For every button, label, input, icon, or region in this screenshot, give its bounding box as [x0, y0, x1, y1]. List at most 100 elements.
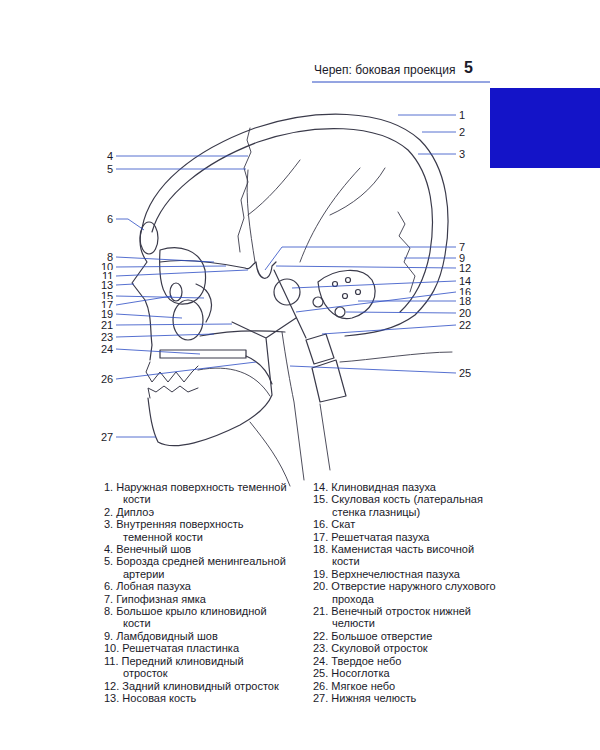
key-entry: 15. Скуловая кость (латеральная стенка г… [313, 493, 503, 518]
frontal-sinus [140, 222, 158, 254]
air-cell [343, 294, 348, 299]
callout-number: 5 [105, 163, 115, 176]
callout-number: 1 [457, 109, 467, 122]
leader-line [322, 325, 456, 334]
key-entry: 20. Отверстие наружного слухового проход… [313, 580, 503, 605]
key-column: 14. Клиновидная пазуха15. Скуловая кость… [313, 481, 503, 704]
tongue [198, 368, 270, 396]
key-entry: 18. Каменистая часть височной кости [313, 543, 503, 568]
callout-number: 26 [99, 373, 115, 386]
key-entry: 1. Наружная поверхность теменной кости [104, 481, 290, 506]
callout-number: 27 [99, 431, 115, 444]
orbit [160, 248, 206, 304]
petrous-part [318, 270, 375, 318]
key-entry: 22. Большое отверстие [313, 630, 503, 642]
outer-table [142, 114, 448, 336]
key-entry: 3. Внутренняя поверхность теменной кости [104, 518, 290, 543]
callout-number: 25 [457, 367, 473, 380]
leader-line [116, 156, 248, 157]
leader-line [116, 349, 200, 354]
key-entry: 14. Клиновидная пазуха [313, 481, 503, 493]
header-rule [312, 82, 490, 83]
leader-line [296, 292, 456, 312]
key-entry: 16. Скат [313, 518, 503, 530]
mandible [148, 318, 296, 446]
leader-line [422, 132, 456, 133]
leader-line [116, 296, 172, 305]
key-entry: 17. Решетчатая пазуха [313, 531, 503, 543]
key-entry: 9. Ламбдовидный шов [104, 630, 290, 642]
leader-line [116, 334, 214, 337]
ear-canal [313, 297, 323, 307]
ear-canal [335, 307, 345, 317]
page-number: 5 [464, 59, 473, 77]
key-entry: 6. Лобная пазуха [104, 580, 290, 592]
key-entry: 11. Передний клиновидный отросток [104, 655, 290, 680]
key-entry: 23. Скуловой отросток [313, 642, 503, 654]
key-entry: 27. Нижняя челюсть [313, 692, 503, 704]
callout-number: 3 [457, 148, 467, 161]
key-entry: 10. Решетчатая пластинка [104, 642, 290, 654]
key-entry: 25. Носоглотка [313, 667, 503, 679]
air-cell [356, 290, 361, 295]
axis [312, 360, 346, 402]
leader-line [116, 314, 182, 318]
page-title: Череп: боковая проекция [314, 63, 455, 77]
callout-number: 4 [105, 150, 115, 163]
leader-line [116, 266, 226, 267]
leader-line [116, 169, 246, 170]
leader-line [116, 284, 134, 285]
key-entry: 26. Мягкое небо [313, 680, 503, 692]
leader-line [404, 258, 456, 259]
lower-teeth [148, 386, 198, 398]
key-entry: 13. Носовая кость [104, 692, 290, 704]
cranial-base [160, 260, 276, 278]
skull-drawing [132, 114, 452, 486]
key-entry: 24. Твердое небо [313, 655, 503, 667]
key-entry: 7. Гипофизная ямка [104, 593, 290, 605]
neck-outline [340, 352, 452, 362]
leader-line [116, 437, 156, 438]
leader-line [116, 324, 232, 325]
leader-line [116, 219, 144, 230]
key-column: 1. Наружная поверхность теменной кости2.… [104, 481, 290, 704]
leader-line [116, 362, 256, 379]
key-entry: 4. Венечный шов [104, 543, 290, 555]
leader-line [290, 366, 456, 373]
key-entry: 2. Диплоэ [104, 506, 290, 518]
key-entry: 8. Большое крыло клиновидной кости [104, 605, 290, 630]
key-entry: 21. Венечный отросток нижней челюсти [313, 605, 503, 630]
leader-line [398, 115, 456, 116]
key-entry: 19. Верхнечелюстная пазуха [313, 568, 503, 580]
leader-lines [116, 115, 456, 437]
leader-line [116, 257, 214, 262]
callout-number: 24 [99, 343, 115, 356]
key-entry: 12. Задний клиновидный отросток [104, 680, 290, 692]
callout-number: 12 [457, 262, 473, 275]
callout-number: 6 [105, 213, 115, 226]
atlas [306, 334, 334, 364]
facial-profile [132, 228, 152, 360]
clivus [274, 270, 306, 338]
leader-line [276, 266, 456, 268]
callout-number: 22 [457, 319, 473, 332]
leader-line [116, 270, 248, 276]
maxillary-sinus [173, 300, 203, 340]
leader-line [265, 247, 456, 270]
air-cell [346, 278, 351, 283]
key-entry: 5. Борозда средней менингеальной артерии [104, 555, 290, 580]
leader-line [346, 312, 456, 313]
neck-outline [320, 404, 330, 470]
ethmoid-sinus [170, 283, 182, 301]
leader-line [418, 154, 456, 155]
lambdoid-suture [398, 212, 415, 292]
pharynx-wall [282, 332, 304, 480]
chapter-tab [490, 88, 600, 168]
callout-number: 2 [457, 126, 467, 139]
leader-line [358, 301, 456, 302]
zygomatic-bone [196, 284, 211, 322]
neck-outline [250, 422, 290, 486]
sphenoid-sinus [274, 279, 300, 305]
